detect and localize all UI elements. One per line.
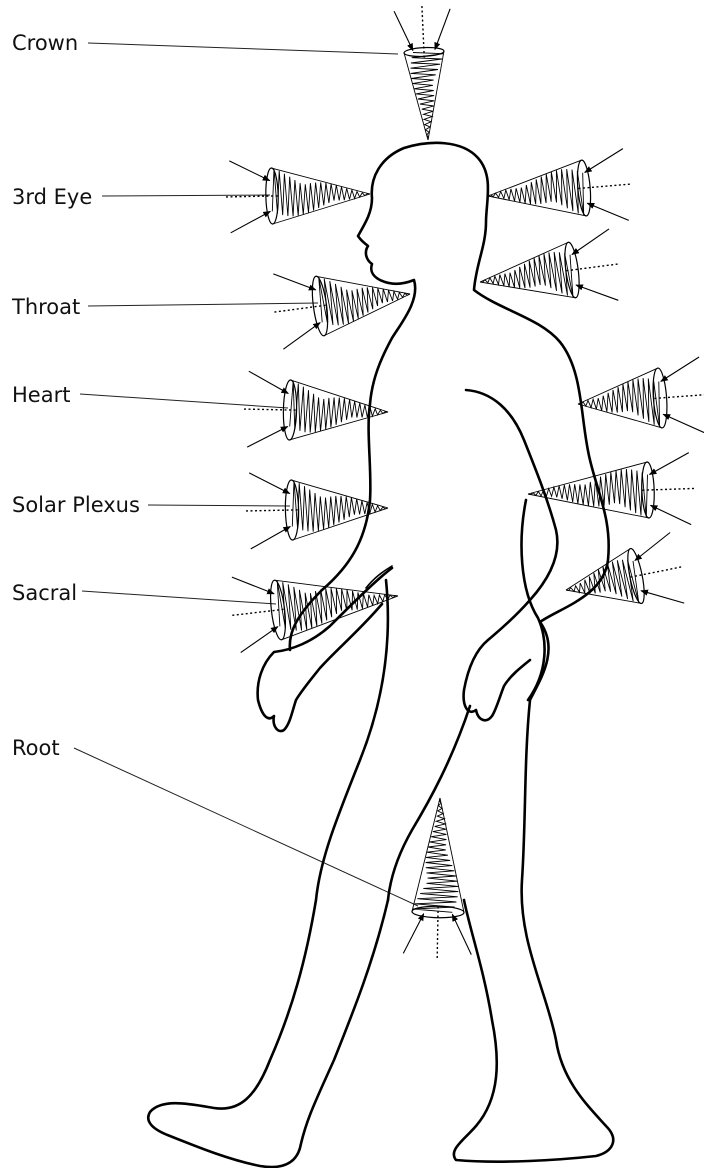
leader-heart (80, 394, 288, 408)
label-crown: Crown (12, 31, 78, 55)
leader-crown (88, 43, 398, 54)
energy-arrow (403, 914, 423, 954)
rear-leg-outline (148, 580, 388, 1167)
energy-dotted-line (630, 567, 681, 577)
energy-arrow (249, 473, 290, 494)
label-solar-plexus: Solar Plexus (12, 493, 140, 517)
vortex-swirl (411, 53, 444, 141)
energy-arrow (585, 149, 623, 173)
vortex-heart-front (244, 371, 388, 447)
leader-solar-plexus (148, 505, 290, 506)
vortex-solar-front (246, 473, 388, 549)
energy-dotted-line (244, 409, 296, 410)
energy-arrow (576, 285, 618, 300)
leader-lines (74, 43, 418, 906)
energy-arrow (435, 9, 450, 50)
energy-dotted-line (642, 488, 694, 490)
energy-arrow (241, 627, 278, 653)
energy-arrow (661, 357, 699, 381)
label-throat: Throat (11, 295, 80, 319)
hip-curve (522, 500, 545, 700)
energy-dotted-line (578, 184, 630, 188)
energy-dotted-line (246, 510, 298, 511)
leader-third-eye (102, 195, 270, 196)
energy-arrow (249, 371, 288, 393)
energy-arrow (651, 505, 692, 524)
energy-arrow (635, 533, 670, 561)
energy-arrow (247, 427, 288, 448)
energy-arrow (229, 161, 269, 181)
vortex-third-eye-back (488, 149, 630, 221)
label-sacral: Sacral (12, 581, 77, 605)
vortex-throat-front (273, 274, 410, 349)
energy-dotted-line (566, 264, 618, 271)
energy-arrow (394, 11, 413, 50)
energy-arrow (273, 274, 316, 290)
vortex-edge (271, 168, 370, 194)
vortex-swirl (488, 169, 584, 215)
energy-arrow (283, 323, 320, 350)
label-heart: Heart (12, 383, 70, 407)
leader-throat (88, 303, 318, 306)
energy-arrow (231, 211, 271, 232)
energy-dotted-line (274, 305, 326, 312)
energy-dotted-line (422, 6, 424, 58)
hip-detail (366, 566, 392, 588)
energy-arrow (232, 577, 274, 594)
vortex-heart-back (578, 357, 704, 433)
vortex-sacral-back (566, 533, 684, 605)
front-leg-inner (388, 706, 470, 900)
vortex-third-eye-front (226, 161, 370, 233)
vortex-crown (394, 6, 450, 140)
energy-arrow (641, 591, 684, 603)
energy-arrow (650, 453, 689, 475)
energy-dotted-line (654, 395, 704, 399)
label-root: Root (12, 736, 60, 760)
vortex-solar-back (528, 453, 694, 525)
vortex-edge (528, 462, 647, 494)
vortex-swirl (528, 469, 648, 517)
vortex-throat-back (480, 229, 618, 300)
energy-arrow (572, 229, 609, 255)
label-third-eye: 3rd Eye (12, 185, 92, 209)
energy-dotted-line (437, 906, 438, 958)
energy-dotted-line (226, 196, 278, 197)
leader-root (74, 748, 418, 906)
energy-dotted-line (232, 609, 284, 615)
vortex-root (403, 798, 471, 958)
energy-arrow (587, 203, 629, 220)
energy-arrow (251, 527, 290, 549)
vortex-edge (578, 404, 662, 428)
vortex-swirl (480, 252, 573, 297)
energy-arrow (663, 414, 704, 433)
leader-sacral (82, 591, 276, 604)
